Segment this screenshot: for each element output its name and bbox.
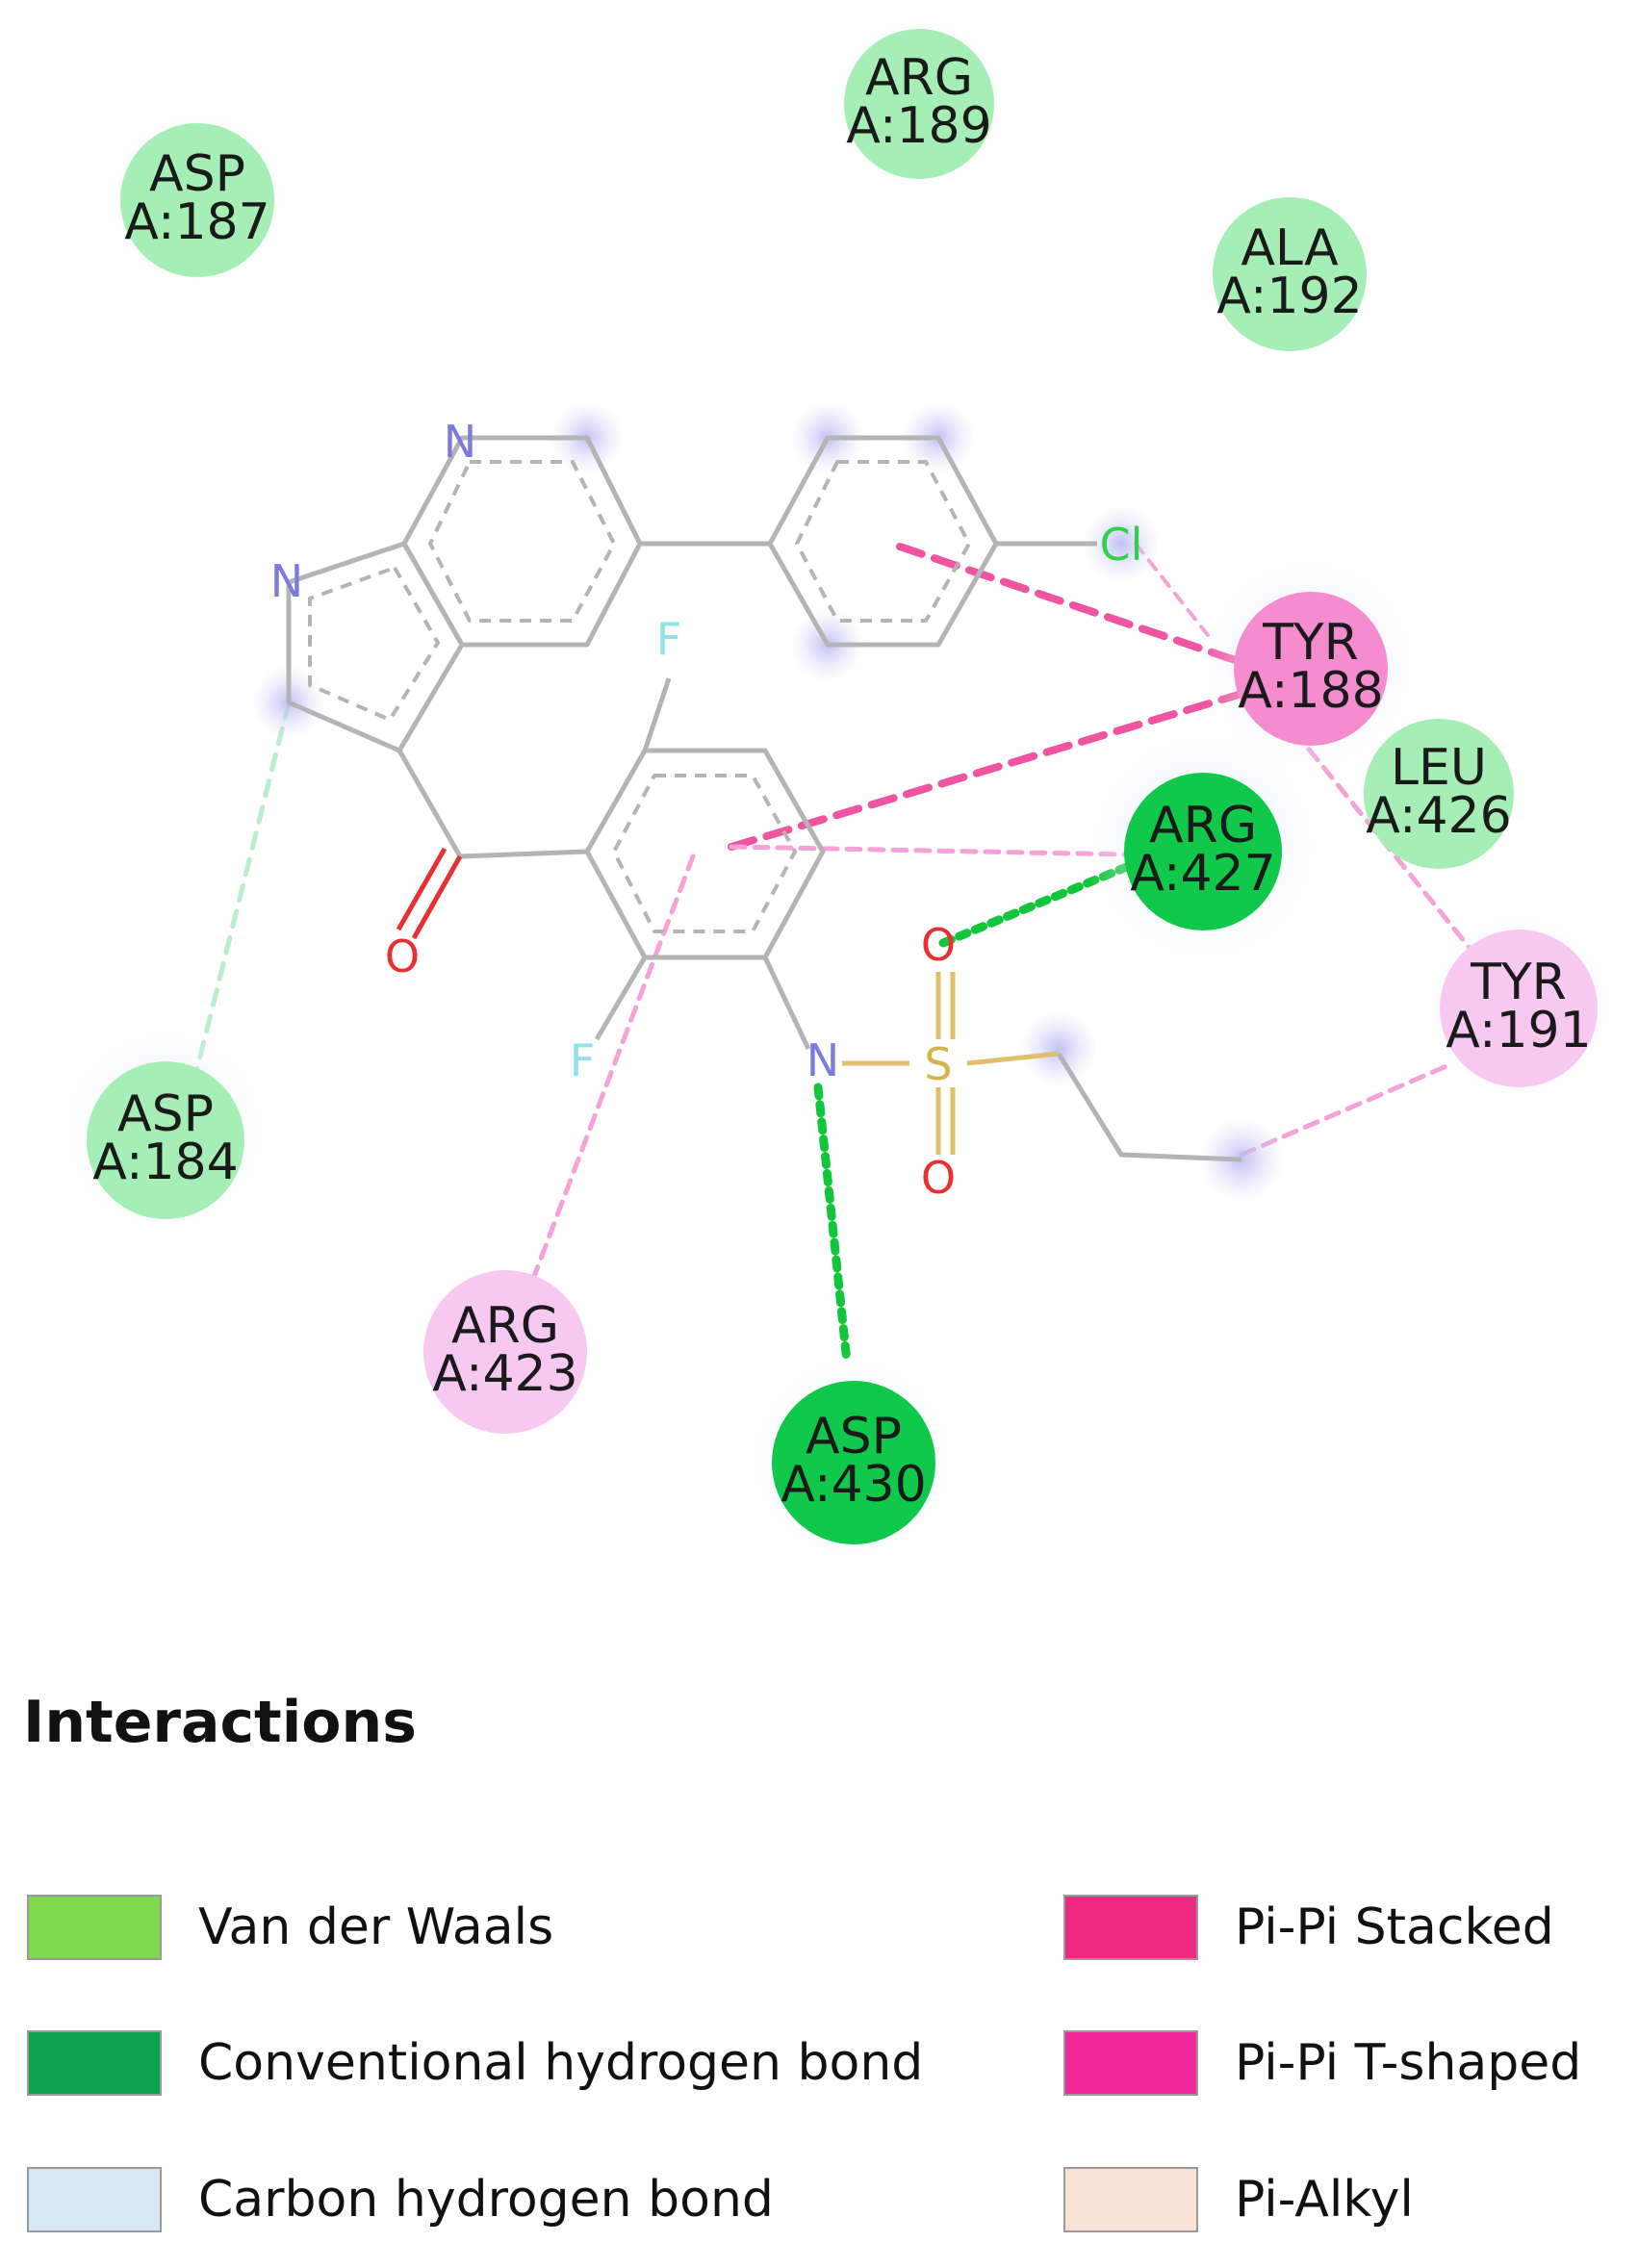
legend-swatch bbox=[1063, 2167, 1198, 2232]
atom-label-n-pyridine: N bbox=[444, 416, 476, 468]
legend-swatch bbox=[27, 2030, 162, 2096]
residue-ala192: ALA A:192 bbox=[1213, 197, 1367, 351]
legend-item-van-der-waals: Van der Waals bbox=[27, 1889, 553, 1966]
pi-alkyl-line-arg423 bbox=[525, 854, 696, 1297]
chlorophenyl-ring bbox=[767, 435, 999, 648]
residue-circle bbox=[1364, 719, 1514, 869]
residue-chain: A:187 bbox=[124, 193, 269, 251]
legend-label: Pi-Alkyl bbox=[1235, 2171, 1414, 2229]
fluoro-bond-top bbox=[642, 677, 672, 752]
h-bond-line-asp430 bbox=[813, 1083, 852, 1366]
residue-circle bbox=[1213, 197, 1367, 351]
pyridine-ring bbox=[401, 435, 643, 648]
residue-leu426: LEU A:426 bbox=[1364, 719, 1514, 869]
legend-label: Pi-Pi T-shaped bbox=[1235, 2034, 1582, 2092]
residue-name: ARG bbox=[1149, 797, 1257, 854]
residue-circle bbox=[1440, 930, 1598, 1087]
carbonyl-c-o-bond bbox=[411, 854, 463, 940]
s-c-bond bbox=[966, 1051, 1060, 1066]
legend-item-carbon-hydrogen-bond: Carbon hydrogen bond bbox=[27, 2161, 774, 2238]
legend-item-conventional-hydrogen-bond: Conventional hydrogen bond bbox=[27, 2025, 923, 2102]
residue-circle bbox=[120, 123, 274, 277]
atom-label-f-bottom: F bbox=[570, 1034, 595, 1086]
propyl-chain bbox=[1056, 1052, 1242, 1162]
pyrrole-carbonyl-bond bbox=[397, 749, 463, 858]
residue-name: ARG bbox=[865, 49, 973, 107]
legend-label: Carbon hydrogen bond bbox=[198, 2171, 774, 2229]
legend-swatch bbox=[1063, 2030, 1198, 2096]
residue-circle bbox=[1234, 592, 1388, 746]
carbon-h-bond-line-asp184 bbox=[190, 700, 292, 1090]
residue-circle bbox=[1124, 773, 1282, 930]
pyrrole-ring bbox=[286, 541, 465, 753]
ligand-interaction-svg: N N Cl F F O N S O O ARG A:189 ASP A:187… bbox=[58, 13, 1615, 1564]
legend-label: Pi-Pi Stacked bbox=[1235, 1898, 1554, 1956]
legend-title: Interactions bbox=[23, 1689, 417, 1756]
atom-label-cl: Cl bbox=[1100, 519, 1143, 571]
legend-swatch bbox=[27, 2167, 162, 2232]
atom-label-n-pyrrole: N bbox=[270, 555, 303, 607]
chlorophenyl-ring-inner bbox=[795, 460, 971, 623]
residue-circle bbox=[844, 29, 994, 179]
pyridine-ring-inner bbox=[428, 460, 616, 623]
atom-labels: N N Cl F F O N S O O bbox=[270, 416, 1143, 1204]
legend-item-pi-alkyl: Pi-Alkyl bbox=[1063, 2161, 1414, 2238]
difluorophenyl-ring bbox=[584, 748, 826, 960]
residue-arg189: ARG A:189 bbox=[831, 13, 1008, 190]
residue-asp184: ASP A:184 bbox=[58, 1025, 269, 1236]
residue-chain: A:426 bbox=[1366, 787, 1511, 845]
residue-tyr188: TYR A:188 bbox=[1198, 553, 1420, 775]
residue-name: TYR bbox=[1262, 614, 1359, 672]
aryl-n-bond bbox=[762, 956, 811, 1051]
residue-arg427: ARG A:427 bbox=[1083, 726, 1323, 967]
legend-label: Conventional hydrogen bond bbox=[198, 2034, 924, 2092]
difluorophenyl-ring-inner bbox=[612, 774, 797, 933]
carbonyl-aryl-bond bbox=[459, 849, 588, 859]
fluoro-bond-bottom bbox=[594, 956, 648, 1041]
residue-chain: A:192 bbox=[1216, 268, 1362, 325]
residue-circle bbox=[423, 1270, 587, 1434]
legend-swatch bbox=[1063, 1895, 1198, 1960]
residue-arg423: ARG A:423 bbox=[423, 1270, 587, 1434]
pi-stacked-line-tyr188-b bbox=[728, 687, 1255, 851]
legend-label: Van der Waals bbox=[198, 1898, 554, 1956]
atom-halo bbox=[1020, 1010, 1097, 1087]
residue-circle bbox=[87, 1061, 244, 1219]
residue-chain: A:188 bbox=[1238, 662, 1383, 720]
atom-label-f-top: F bbox=[656, 613, 681, 665]
residue-chain: A:191 bbox=[1446, 1002, 1591, 1059]
atom-label-o-top: O bbox=[921, 919, 956, 971]
residue-chain: A:189 bbox=[846, 97, 991, 155]
ligand-structure bbox=[286, 435, 1242, 1162]
pyrrole-ring-inner bbox=[308, 566, 440, 722]
pi-alkyl-line-ring-arg427 bbox=[729, 844, 1129, 857]
residue-asp430: ASP A:430 bbox=[746, 1352, 958, 1564]
atom-label-o-bottom: O bbox=[921, 1152, 956, 1204]
residue-chain: A:430 bbox=[781, 1456, 926, 1514]
carbonyl-c-o-bond-2 bbox=[396, 847, 448, 931]
residue-chain: A:423 bbox=[432, 1345, 577, 1403]
legend-item-pi-pi-stacked: Pi-Pi Stacked bbox=[1063, 1889, 1554, 1966]
residue-chain: A:427 bbox=[1130, 845, 1275, 903]
residue-chain: A:184 bbox=[92, 1134, 238, 1191]
residue-circle bbox=[772, 1381, 935, 1544]
pi-stacked-line-tyr188-a bbox=[896, 543, 1250, 668]
atom-label-n-sulfonamide: N bbox=[806, 1034, 839, 1086]
residue-name: LEU bbox=[1391, 739, 1487, 797]
legend-item-pi-pi-t-shaped: Pi-Pi T-shaped bbox=[1063, 2025, 1581, 2102]
atom-label-s: S bbox=[924, 1038, 952, 1090]
residue-name: ASP bbox=[117, 1085, 214, 1143]
residue-name: ARG bbox=[451, 1297, 559, 1355]
residue-tyr191: TYR A:191 bbox=[1422, 909, 1615, 1102]
residue-name: ASP bbox=[149, 145, 245, 203]
residue-asp187: ASP A:187 bbox=[106, 106, 289, 289]
residue-name: ALA bbox=[1241, 219, 1339, 277]
legend-swatch bbox=[27, 1895, 162, 1960]
atom-label-o-carbonyl: O bbox=[385, 930, 420, 982]
residue-name: TYR bbox=[1470, 954, 1567, 1011]
residue-name: ASP bbox=[806, 1408, 902, 1465]
atom-halo bbox=[1083, 505, 1160, 582]
